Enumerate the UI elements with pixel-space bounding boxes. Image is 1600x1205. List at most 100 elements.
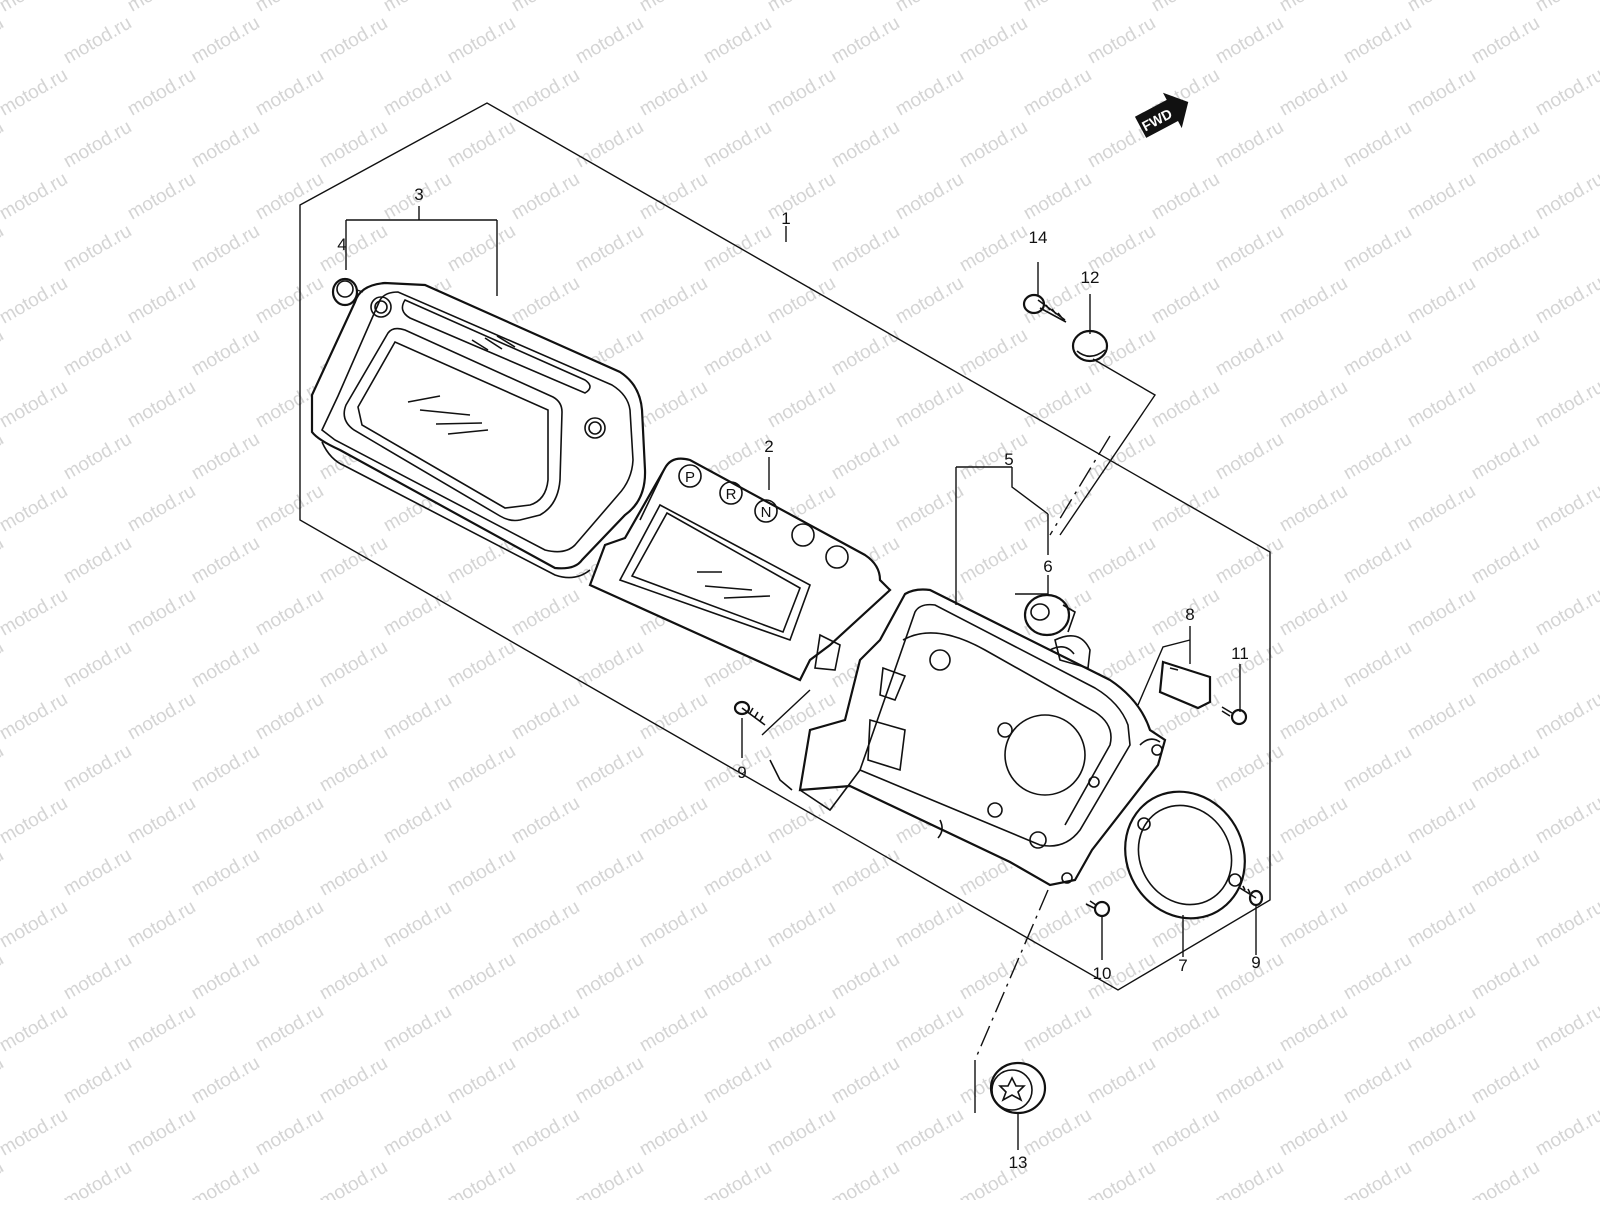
watermark-text: motod.ru — [1532, 793, 1600, 849]
watermark-text: motod.ru — [188, 1053, 263, 1109]
watermark-text: motod.ru — [252, 897, 327, 953]
watermark-text: motod.ru — [0, 741, 7, 797]
screw-10 — [1085, 900, 1111, 918]
watermark-text: motod.ru — [1276, 689, 1351, 745]
watermark-text: motod.ru — [252, 1001, 327, 1057]
watermark-text: motod.ru — [1148, 169, 1223, 225]
indicator-panel: P R N — [588, 457, 892, 682]
callout-10: 10 — [1093, 964, 1112, 983]
watermark-text: motod.ru — [1212, 221, 1287, 277]
watermark-text: motod.ru — [764, 1105, 839, 1161]
watermark-text: motod.ru — [316, 221, 391, 277]
watermark-text: motod.ru — [508, 793, 583, 849]
callout-6: 6 — [1043, 557, 1052, 576]
watermark-text: motod.ru — [1276, 1105, 1351, 1161]
watermark-text: motod.ru — [188, 1157, 263, 1200]
watermark-text: motod.ru — [1468, 949, 1543, 1005]
watermark-text: motod.ru — [60, 741, 135, 797]
watermark-text: motod.ru — [444, 1053, 519, 1109]
watermark-text: motod.ru — [0, 13, 7, 69]
watermark-text: motod.ru — [60, 13, 135, 69]
watermark-text: motod.ru — [1084, 1157, 1159, 1200]
watermark-text: motod.ru — [764, 897, 839, 953]
watermark-text: motod.ru — [1084, 1053, 1159, 1109]
watermark-text: motod.ru — [1020, 377, 1095, 433]
watermark-text: motod.ru — [444, 1157, 519, 1200]
watermark-text: motod.ru — [508, 0, 583, 16]
watermark-text: motod.ru — [1148, 0, 1223, 16]
watermark-text: motod.ru — [1532, 1001, 1600, 1057]
watermark-text: motod.ru — [124, 169, 199, 225]
watermark-text: motod.ru — [1468, 221, 1543, 277]
watermark-text: motod.ru — [0, 325, 7, 381]
watermark-text: motod.ru — [124, 1001, 199, 1057]
watermark-text: motod.ru — [700, 1053, 775, 1109]
watermark-text: motod.ru — [1212, 1157, 1287, 1200]
park-indicator-circle — [678, 464, 702, 488]
watermark-text: motod.ru — [508, 169, 583, 225]
watermark-text: motod.ru — [1596, 637, 1600, 693]
watermark-text: motod.ru — [1532, 585, 1600, 641]
watermark-text: motod.ru — [764, 377, 839, 433]
watermark-text: motod.ru — [1340, 845, 1415, 901]
watermark-text: motod.ru — [636, 377, 711, 433]
watermark-text: motod.ru — [316, 1157, 391, 1200]
watermark-text: motod.ru — [1404, 793, 1479, 849]
watermark-text: motod.ru — [1148, 273, 1223, 329]
watermark-text: motod.ru — [1532, 689, 1600, 745]
watermark-text: motod.ru — [1340, 1053, 1415, 1109]
watermark-text: motod.ru — [892, 377, 967, 433]
watermark-text: motod.ru — [1596, 429, 1600, 485]
watermark-text: motod.ru — [380, 1105, 455, 1161]
watermark-text: motod.ru — [828, 325, 903, 381]
watermark-text: motod.ru — [188, 949, 263, 1005]
watermark-text: motod.ru — [508, 65, 583, 121]
watermark-text: motod.ru — [1340, 1157, 1415, 1200]
watermark-text: motod.ru — [1276, 897, 1351, 953]
watermark-text: motod.ru — [188, 117, 263, 173]
watermark-text: motod.ru — [380, 1001, 455, 1057]
watermark-text: motod.ru — [0, 221, 7, 277]
watermark-text: motod.ru — [636, 273, 711, 329]
watermark-text: motod.ru — [188, 741, 263, 797]
watermark-text: motod.ru — [252, 585, 327, 641]
watermark-text: motod.ru — [0, 65, 71, 121]
watermark-text: motod.ru — [1532, 273, 1600, 329]
watermark-text: motod.ru — [1532, 377, 1600, 433]
watermark-text: motod.ru — [444, 637, 519, 693]
neutral-indicator-circle — [754, 499, 778, 523]
watermark-text: motod.ru — [700, 117, 775, 173]
watermark-text: motod.ru — [124, 585, 199, 641]
watermark-text: motod.ru — [1404, 1105, 1479, 1161]
watermark-text: motod.ru — [1020, 1001, 1095, 1057]
watermark-text: motod.ru — [0, 429, 7, 485]
watermark-text: motod.ru — [636, 0, 711, 16]
watermark-text: motod.ru — [508, 273, 583, 329]
watermark-text: motod.ru — [316, 13, 391, 69]
watermark-text: motod.ru — [1596, 741, 1600, 797]
watermark-text: motod.ru — [60, 637, 135, 693]
watermark-text: motod.ru — [1212, 1053, 1287, 1109]
watermark-text: motod.ru — [124, 0, 199, 16]
leader-lines — [345, 206, 1257, 1150]
watermark-text: motod.ru — [636, 793, 711, 849]
watermark-text: motod.ru — [1276, 0, 1351, 16]
watermark-text: motod.ru — [0, 949, 7, 1005]
watermark-text: motod.ru — [1532, 169, 1600, 225]
watermark-text: motod.ru — [1340, 533, 1415, 589]
watermark-text: motod.ru — [892, 65, 967, 121]
callout-5: 5 — [1004, 450, 1013, 469]
washer — [1071, 329, 1109, 363]
watermark-text: motod.ru — [828, 1157, 903, 1200]
watermark-text: motod.ru — [508, 1105, 583, 1161]
watermark-text: motod.ru — [380, 0, 455, 16]
watermark-text: motod.ru — [1596, 949, 1600, 1005]
watermark-text: motod.ru — [1596, 533, 1600, 589]
watermark-text: motod.ru — [1340, 637, 1415, 693]
watermark-text: motod.ru — [1532, 0, 1600, 16]
watermark-text: motod.ru — [188, 429, 263, 485]
watermark-text: motod.ru — [572, 637, 647, 693]
watermark-text: motod.ru — [1596, 845, 1600, 901]
watermark-text: motod.ru — [1212, 325, 1287, 381]
